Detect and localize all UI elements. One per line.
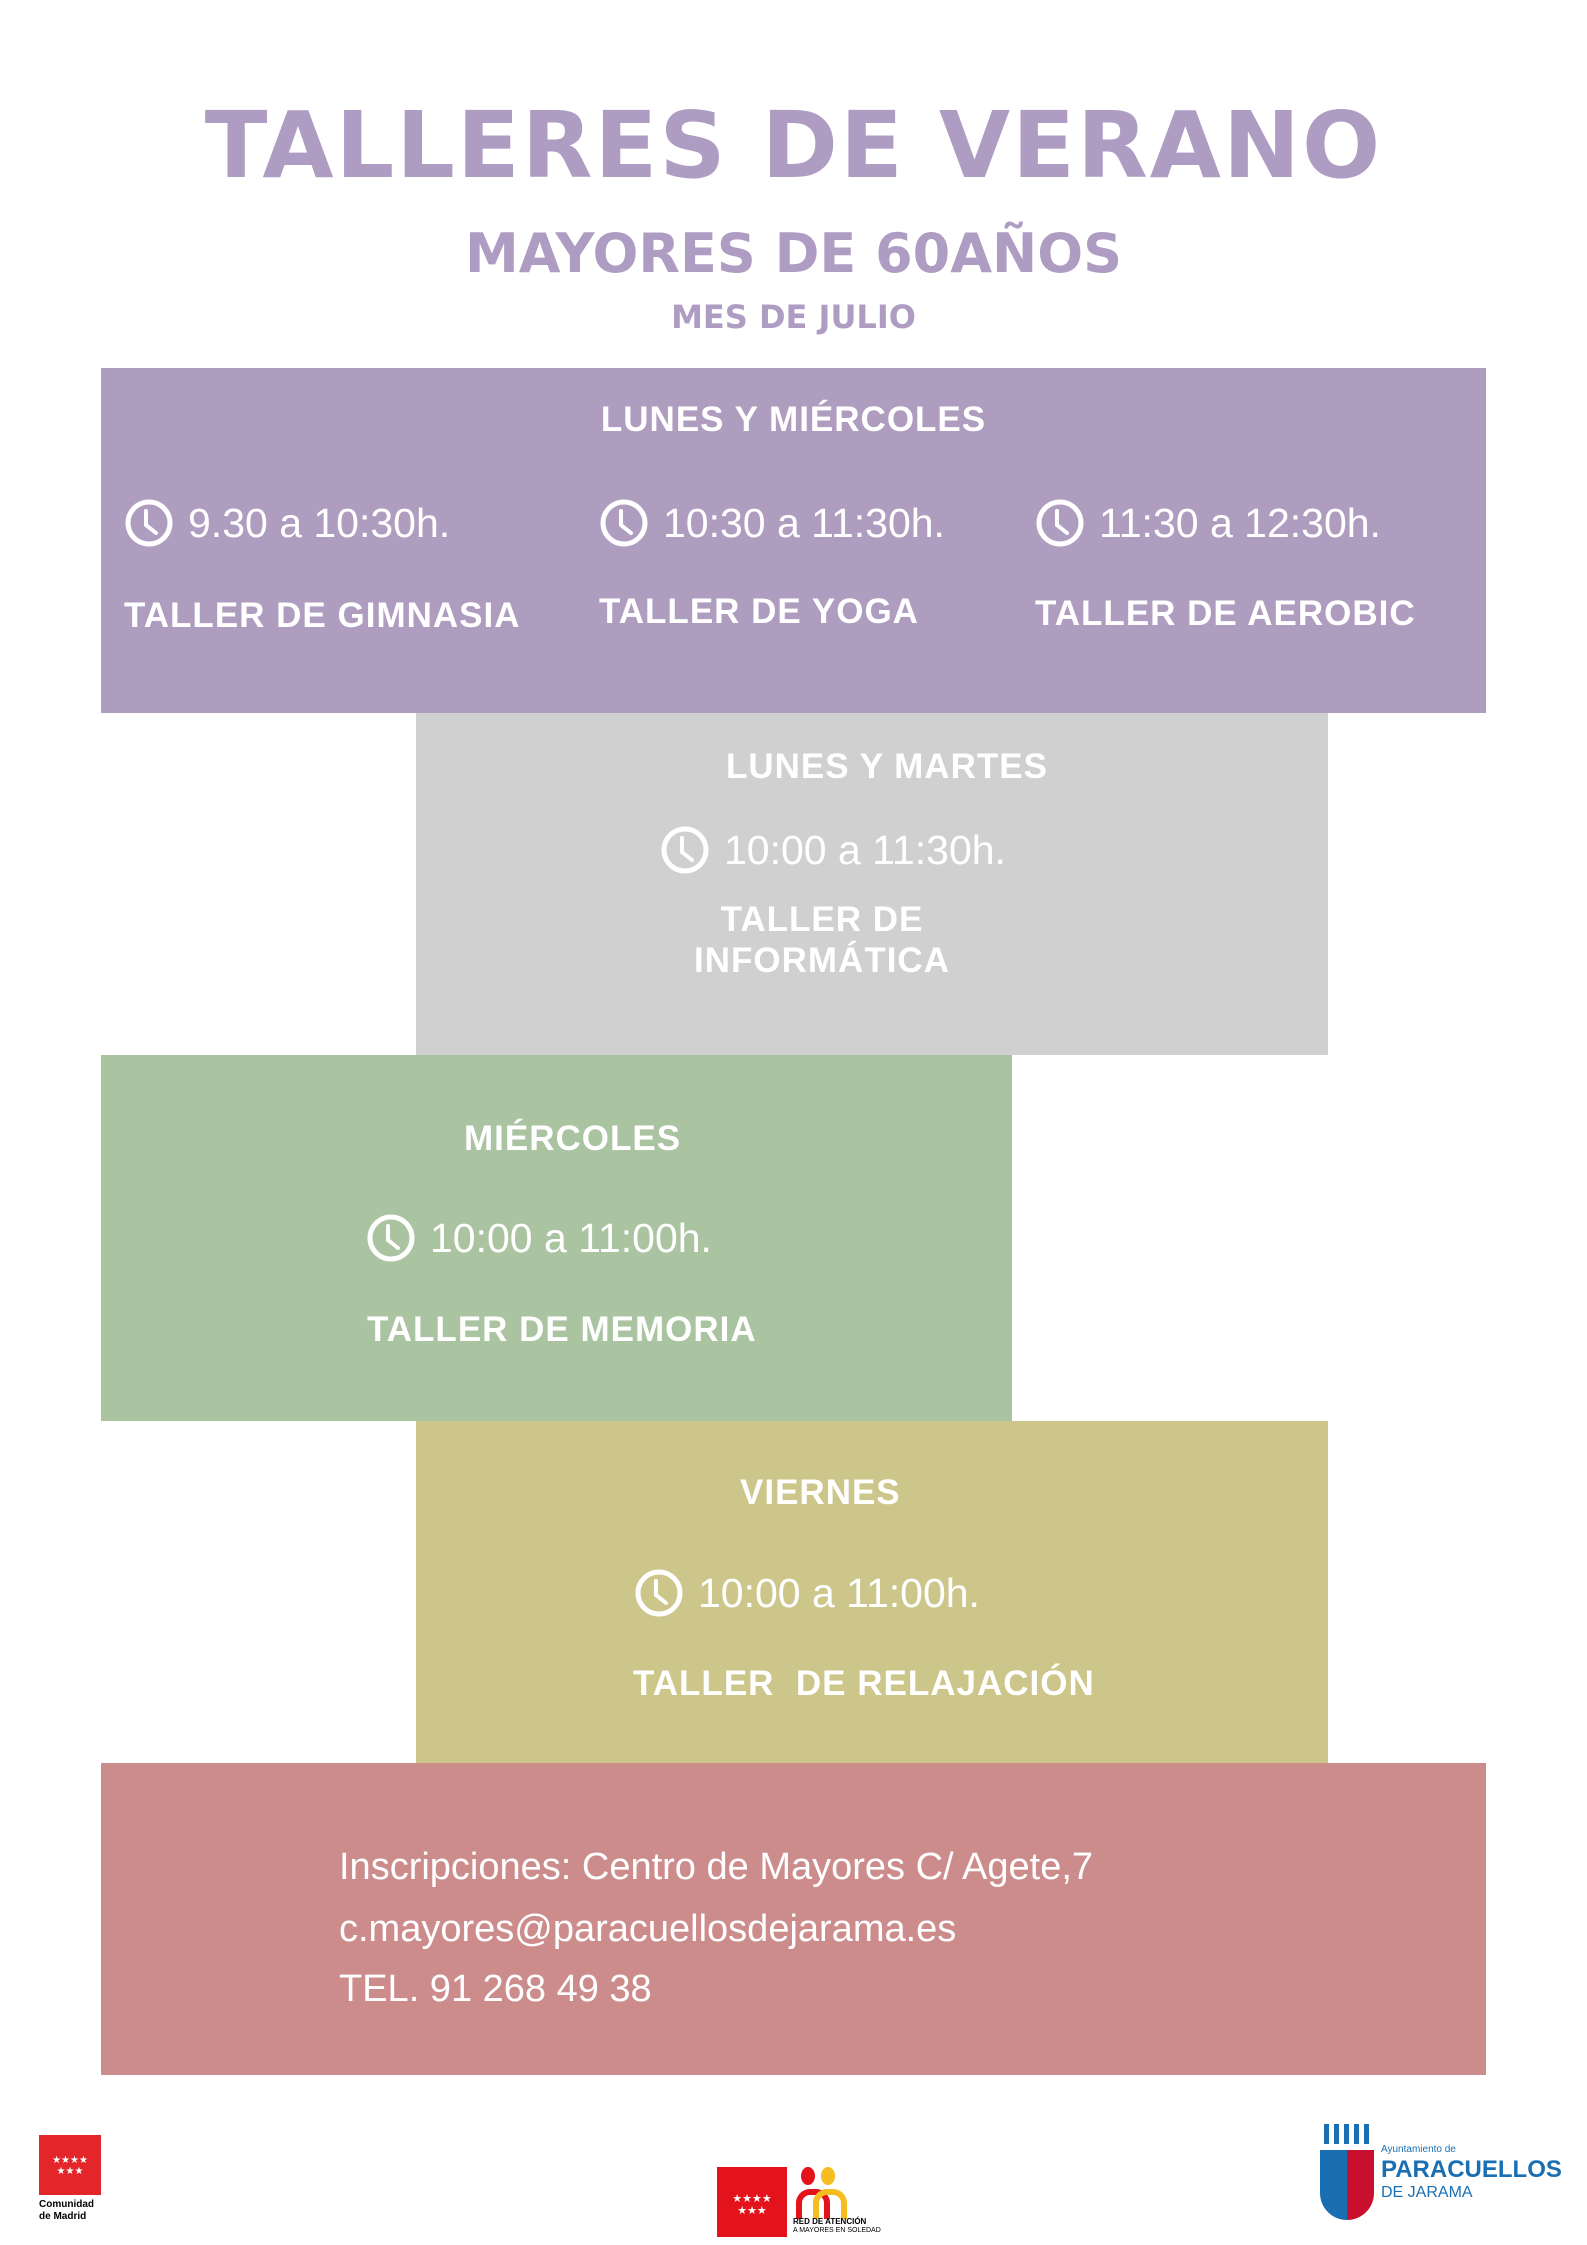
month-label: MES DE JULIO (671, 298, 916, 336)
day-heading: VIERNES (740, 1473, 901, 1512)
clock-icon (634, 1568, 684, 1618)
clock-icon (660, 825, 710, 875)
clock-icon (366, 1213, 416, 1263)
session-time: 10:00 a 11:00h. (366, 1213, 712, 1263)
contact-email[interactable]: c.mayores@paracuellosdejarama.es (339, 1908, 957, 1950)
contact-block (101, 1763, 1486, 2075)
contact-phone: TEL. 91 268 49 38 (339, 1968, 652, 2010)
day-heading: MIÉRCOLES (464, 1119, 682, 1158)
workshop-name: INFORMÁTICA (694, 941, 950, 980)
workshop-name: TALLER DE RELAJACIÓN (633, 1664, 1095, 1703)
block-miercoles: MIÉRCOLES 10:00 a 11:00h. TALLER DE MEMO… (101, 1055, 1012, 1421)
workshop-name: TALLER DE YOGA (599, 592, 919, 631)
session-time: 11:30 a 12:30h. (1035, 498, 1381, 548)
day-heading: LUNES Y MARTES (726, 747, 1048, 786)
day-heading: LUNES Y MIÉRCOLES (600, 400, 987, 439)
coat-of-arms-icon (1320, 2124, 1375, 2222)
registration-address: Inscripciones: Centro de Mayores C/ Aget… (339, 1846, 1094, 1888)
clock-icon (124, 498, 174, 548)
session-time: 10:00 a 11:30h. (660, 825, 1006, 875)
logo-text: PARACUELLOS (1381, 2156, 1562, 2183)
comunidad-madrid-logo: ★★★★★★★ Comunidad de Madrid (39, 2135, 101, 2223)
logo-text: A MAYORES EN SOLEDAD (793, 2227, 881, 2234)
workshop-name: TALLER DE AEROBIC (1035, 594, 1416, 633)
block-lunes-miercoles: LUNES Y MIÉRCOLES 9.30 a 10:30h. TALLER … (101, 368, 1486, 713)
time-text: 9.30 a 10:30h. (188, 499, 451, 546)
workshop-name: TALLER DE (720, 900, 924, 939)
session-time: 10:30 a 11:30h. (599, 498, 945, 548)
logo-text: Comunidad de Madrid (39, 2199, 94, 2222)
time-text: 10:00 a 11:30h. (724, 826, 1006, 873)
time-text: 10:00 a 11:00h. (430, 1214, 712, 1261)
block-lunes-martes: LUNES Y MARTES 10:00 a 11:30h. TALLER DE… (416, 713, 1328, 1055)
clock-icon (1035, 498, 1085, 548)
time-text: 10:30 a 11:30h. (663, 499, 945, 546)
session-time: 10:00 a 11:00h. (634, 1568, 980, 1618)
red-atencion-logo: ★★★★★★★ RED DE ATENCIÓN A MAYORES EN SOL… (717, 2167, 913, 2237)
logo-text: Ayuntamiento de (1381, 2144, 1456, 2155)
workshop-name: TALLER DE MEMORIA (367, 1310, 757, 1349)
time-text: 10:00 a 11:00h. (698, 1569, 980, 1616)
block-viernes: VIERNES 10:00 a 11:00h. TALLER DE RELAJA… (416, 1421, 1328, 1763)
session-time: 9.30 a 10:30h. (124, 498, 450, 548)
clock-icon (599, 498, 649, 548)
time-text: 11:30 a 12:30h. (1099, 499, 1381, 546)
logo-text: RED DE ATENCIÓN (793, 2217, 867, 2226)
logo-text: DE JARAMA (1381, 2184, 1473, 2201)
paracuellos-logo: Ayuntamiento de PARACUELLOS DE JARAMA (1320, 2124, 1562, 2222)
workshop-name: TALLER DE GIMNASIA (124, 596, 521, 635)
page-title: TALLERES DE VERANO (204, 92, 1383, 199)
page-subtitle: MAYORES DE 60AÑOS (464, 222, 1123, 285)
